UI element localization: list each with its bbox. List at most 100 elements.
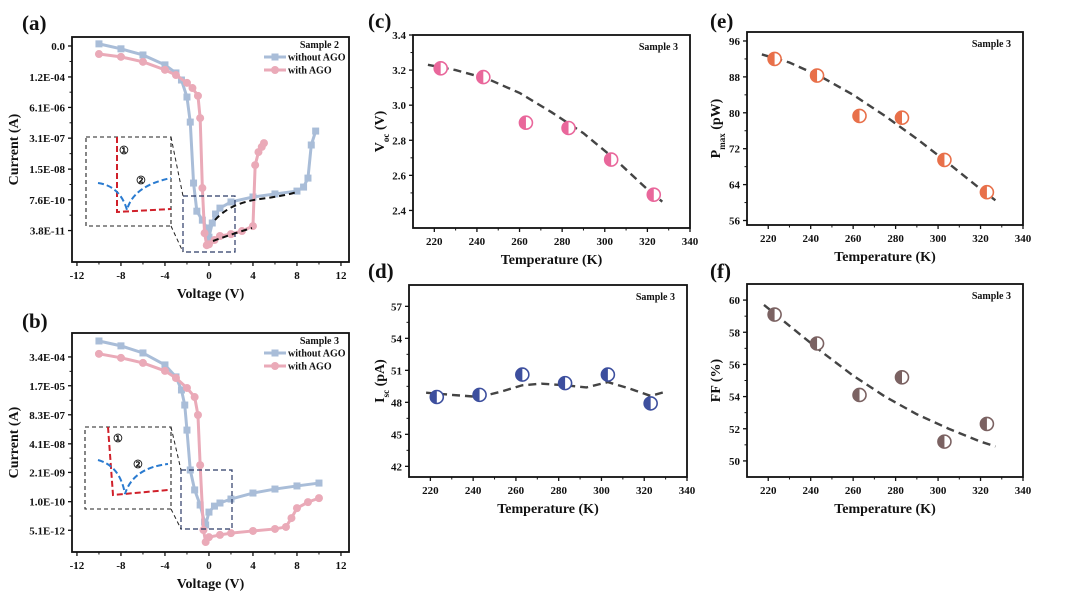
data-point-circle <box>248 526 257 535</box>
data-point-square <box>139 349 147 357</box>
data-point-square <box>271 190 279 198</box>
marker-fill <box>647 188 654 202</box>
data-point-circle <box>215 232 224 241</box>
legend-label: without AGO <box>288 349 346 360</box>
data-point-circle <box>116 353 125 362</box>
data-point-circle <box>287 514 296 523</box>
data-point-square <box>300 183 308 191</box>
x-tick-label: 280 <box>887 485 904 497</box>
legend-label: with AGO <box>288 66 332 77</box>
inset-b: ①② <box>84 426 233 530</box>
inset-curve-blue <box>97 177 172 214</box>
data-point-circle <box>199 526 208 535</box>
data-point-circle <box>190 393 199 402</box>
y-tick-label: 48 <box>391 397 403 409</box>
inset-frame <box>85 136 172 227</box>
series-line-without-ago <box>98 42 318 238</box>
x-tick-label: -4 <box>160 270 170 282</box>
y-tick-label: 2.6 <box>392 170 406 182</box>
y-tick-label: 56 <box>729 359 741 371</box>
x-tick-label: 260 <box>845 485 862 497</box>
x-tick-label: 320 <box>636 485 653 497</box>
y-axis-title-sub: max <box>717 133 727 150</box>
y-tick-label: 54 <box>391 333 403 345</box>
legend-title: Sample 3 <box>300 336 339 347</box>
data-point-square <box>249 489 257 497</box>
y-tick-label: 5.1E-12 <box>29 525 65 537</box>
data-point-circle <box>138 57 147 66</box>
y-tick-label: 72 <box>729 144 741 156</box>
sample-annotation: Sample 3 <box>972 291 1011 302</box>
x-tick-label: 0 <box>206 270 212 282</box>
sample-annotation: Sample 3 <box>972 39 1011 50</box>
data-point-circle <box>215 530 224 539</box>
marker-fill <box>476 70 484 84</box>
inset-curve-red <box>116 137 172 214</box>
x-tick-label: 300 <box>930 233 947 245</box>
x-tick-label: 300 <box>593 485 610 497</box>
legend-marker-square <box>271 53 279 61</box>
x-tick-label: 4 <box>250 560 256 572</box>
legend-marker-square <box>271 349 279 357</box>
x-tick-label: 220 <box>426 236 443 248</box>
marker-fill <box>810 337 818 351</box>
data-point-circle <box>281 522 290 531</box>
data-point-circle <box>204 533 213 542</box>
data-point-square <box>117 45 125 53</box>
x-tick-label: -8 <box>116 270 126 282</box>
y-axis-title: Current (A) <box>7 113 22 185</box>
inset-connector <box>170 225 184 253</box>
marker-fill <box>434 61 441 75</box>
marker-fill <box>768 308 775 322</box>
data-point-square <box>304 174 312 182</box>
data-point-square <box>205 233 213 241</box>
x-tick-label: 260 <box>508 485 525 497</box>
data-point-square <box>161 61 169 69</box>
marker-fill <box>515 368 523 382</box>
data-point-square <box>293 187 301 195</box>
data-point-circle <box>193 91 202 100</box>
y-axis-title: Voc (V) <box>373 110 391 152</box>
y-axis-title-unit: (pW) <box>709 98 724 133</box>
data-point-circle <box>182 383 191 392</box>
x-tick-label: 240 <box>802 485 819 497</box>
data-point-circle <box>193 411 202 420</box>
data-point-circle <box>138 358 147 367</box>
y-axis-title-unit: (V) <box>373 110 388 133</box>
y-tick-label: 1.0E-10 <box>29 497 65 509</box>
marker-fill <box>810 69 818 83</box>
marker-fill <box>895 370 902 384</box>
marker-fill <box>853 388 860 402</box>
data-point-circle <box>196 114 205 123</box>
inset-curve-red <box>107 426 169 497</box>
inset-label-2: ② <box>136 175 146 187</box>
data-point-square <box>196 501 204 509</box>
x-tick-label: 340 <box>1015 485 1032 497</box>
fit-curve <box>761 53 997 202</box>
x-tick-label: 320 <box>972 485 989 497</box>
y-tick-label: 1.7E-05 <box>29 381 65 393</box>
data-point-circle <box>270 524 279 533</box>
x-tick-label: 340 <box>682 236 699 248</box>
y-tick-label: 2.8 <box>392 135 406 147</box>
data-point-circle <box>116 52 125 61</box>
x-tick-label: 220 <box>760 233 777 245</box>
data-point-square <box>205 508 213 516</box>
inset-frame <box>84 426 172 510</box>
marker-fill <box>558 376 566 390</box>
y-tick-label: 1.2E-04 <box>29 72 65 84</box>
data-point-circle <box>200 229 209 238</box>
x-tick-label: 300 <box>597 236 614 248</box>
y-tick-label: 6.1E-06 <box>29 102 65 114</box>
y-tick-label: 88 <box>729 72 741 84</box>
x-tick-label: 260 <box>511 236 528 248</box>
x-axis-title: Voltage (V) <box>177 577 245 592</box>
x-axis-title: Temperature (K) <box>834 502 936 517</box>
data-point-square <box>186 118 194 126</box>
legend-label: without AGO <box>288 53 346 64</box>
data-point-square <box>198 216 206 224</box>
y-tick-label: 1.5E-08 <box>29 164 65 176</box>
